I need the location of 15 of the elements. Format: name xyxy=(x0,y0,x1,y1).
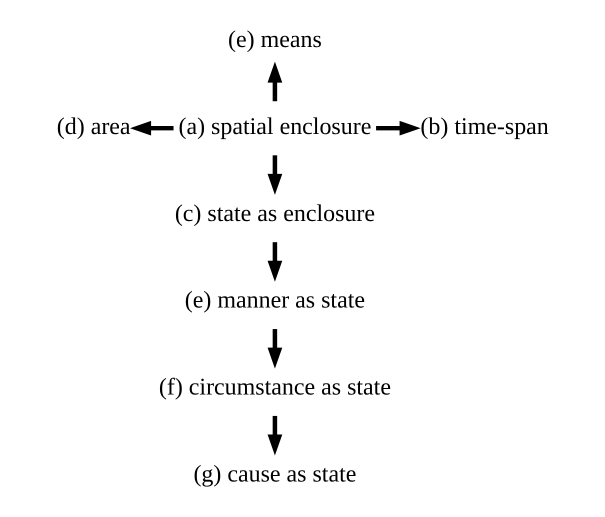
node-text: (g) cause as state xyxy=(192,461,356,488)
arrow xyxy=(267,242,282,282)
arrow xyxy=(267,62,282,102)
node-text: (d) area xyxy=(56,114,130,140)
node-text: (b) time-span xyxy=(420,114,548,140)
node-text: (a) spatial enclosure xyxy=(178,114,371,140)
node-text: (f) circumstance as state xyxy=(158,374,390,400)
node-text: (c) state as enclosure xyxy=(174,200,375,227)
node-text: (e) manner as state xyxy=(184,288,365,314)
arrow xyxy=(267,329,282,369)
node-text: (e) means xyxy=(228,27,322,54)
arrow xyxy=(376,120,420,136)
arrow xyxy=(267,416,282,456)
arrow xyxy=(267,155,282,195)
arrow xyxy=(130,120,174,136)
